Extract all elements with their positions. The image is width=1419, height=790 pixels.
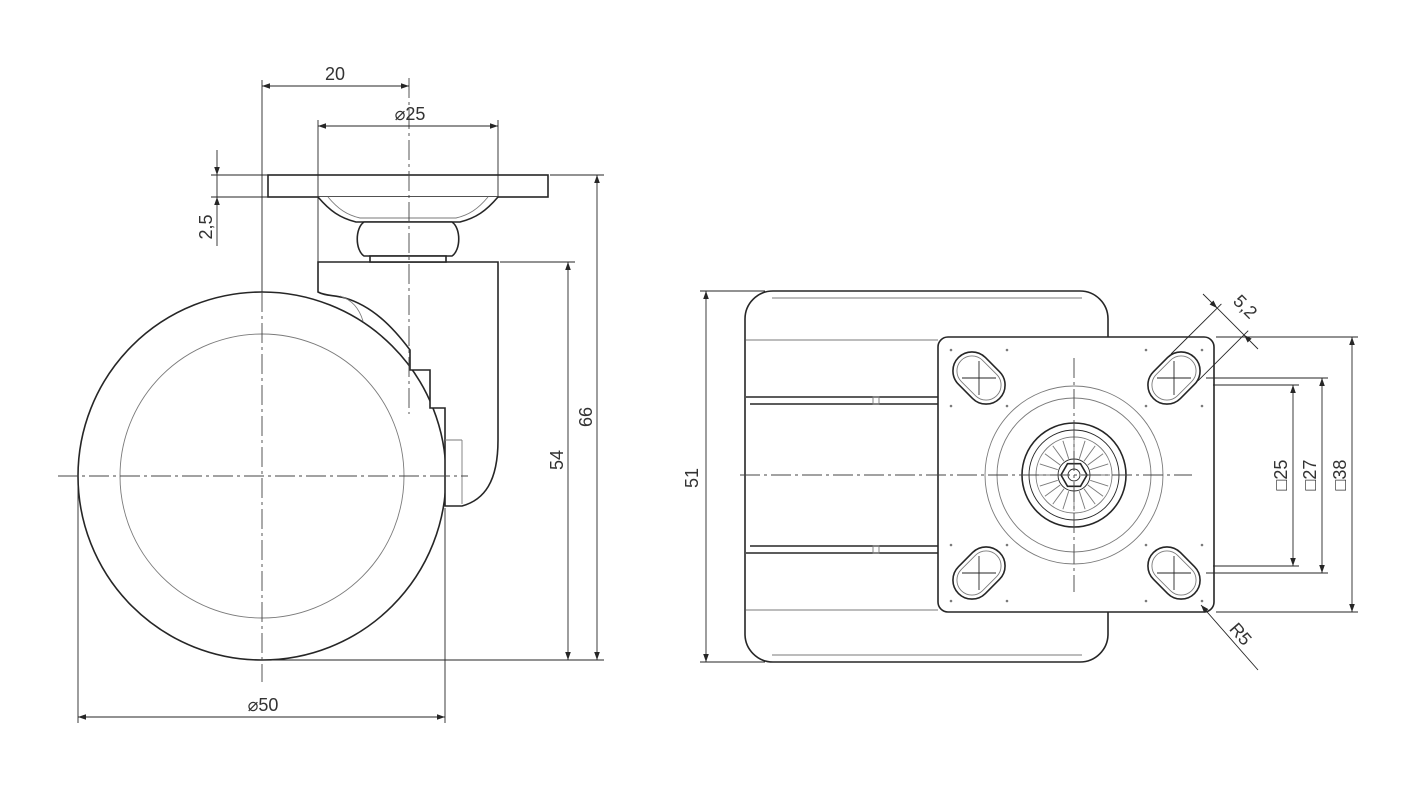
wheel-spacer-tab-bottom xyxy=(872,545,880,554)
dimension-line xyxy=(1216,307,1245,336)
side-view: 20 ⌀25 2,5 66 54 xyxy=(58,64,604,723)
slot-hole-bottom-left xyxy=(952,546,1006,600)
corner-dot xyxy=(1005,543,1009,547)
hub-rib xyxy=(1087,484,1104,497)
dimension-label: □25 xyxy=(1271,460,1291,491)
wheel-spacer-tab-top xyxy=(872,396,880,405)
hub-rib xyxy=(1044,453,1061,466)
dimension-label: □27 xyxy=(1300,460,1320,491)
slot-outline xyxy=(1147,351,1201,405)
dimension-arrow-upper xyxy=(1202,293,1218,309)
swivel-cone-inner xyxy=(327,196,489,219)
slot-hole-top-left xyxy=(952,351,1006,405)
dimension-hole-pitch-a: □25 xyxy=(1213,384,1299,567)
corner-dot xyxy=(1144,348,1148,352)
dimension-arrow-lower xyxy=(1243,334,1259,350)
hub-rib xyxy=(1039,463,1058,471)
dimension-hole-pitch-b: □27 xyxy=(1206,377,1328,574)
dimension-top-offset: 20 xyxy=(262,64,409,89)
corner-dot xyxy=(1144,404,1148,408)
dimension-label: 2,5 xyxy=(196,214,216,239)
corner-dot xyxy=(1200,599,1204,603)
corner-dot xyxy=(1144,599,1148,603)
dimension-label: ⌀50 xyxy=(248,695,279,715)
dimension-label: 66 xyxy=(576,407,596,427)
corner-dot xyxy=(949,543,953,547)
corner-dot xyxy=(1005,348,1009,352)
dimension-corner-radius: R5 xyxy=(1200,604,1259,671)
slot-outline xyxy=(952,351,1006,405)
hub-rib xyxy=(1090,463,1109,471)
corner-dot xyxy=(949,404,953,408)
dimension-label: R5 xyxy=(1225,619,1255,649)
fork-body xyxy=(317,261,499,507)
dimension-plate-thickness: 2,5 xyxy=(196,150,268,246)
hub-rib xyxy=(1078,491,1086,510)
hub-rib xyxy=(1083,445,1096,462)
dimension-label: ⌀25 xyxy=(395,104,426,124)
slot-outline xyxy=(1147,546,1201,600)
slot-hole-top-right xyxy=(1147,351,1201,405)
swivel-bearing xyxy=(356,221,460,257)
top-plate xyxy=(267,174,549,198)
dimension-wheel-width: 51 xyxy=(682,290,765,663)
corner-dot xyxy=(949,348,953,352)
hub-rib xyxy=(1083,488,1096,505)
dimension-label: □38 xyxy=(1330,460,1350,491)
extension-line-upper xyxy=(1170,303,1222,355)
corner-dot xyxy=(1200,404,1204,408)
dimension-label: 51 xyxy=(682,468,702,488)
hub-rib xyxy=(1052,488,1065,505)
dimension-wheel-diameter: ⌀50 xyxy=(77,478,446,723)
hub-rib xyxy=(1090,479,1109,487)
dimension-label: 54 xyxy=(547,450,567,470)
corner-dot xyxy=(1200,348,1204,352)
hole-corner-dots xyxy=(949,348,1204,603)
dimension-axle-height: 54 xyxy=(500,261,575,660)
hub-rib xyxy=(1044,484,1061,497)
swivel-neck xyxy=(369,255,447,263)
dimension-label: 20 xyxy=(325,64,345,84)
corner-dot xyxy=(1200,543,1204,547)
hub-rib xyxy=(1062,491,1070,510)
hub-rib xyxy=(1039,479,1058,487)
radius-leader-line xyxy=(1200,604,1259,671)
dimension-plate-size: □38 xyxy=(1216,336,1358,613)
hub-rib xyxy=(1052,445,1065,462)
top-view: 51 □25 □27 □38 xyxy=(682,290,1358,671)
corner-dot xyxy=(1005,404,1009,408)
corner-dot xyxy=(949,599,953,603)
dimension-swivel-diameter: ⌀25 xyxy=(317,104,499,262)
corner-dot xyxy=(1005,599,1009,603)
dimension-label: 5,2 xyxy=(1229,291,1261,323)
fork-curve-detail xyxy=(339,295,364,322)
hub-rib xyxy=(1062,440,1070,459)
slot-outline xyxy=(952,546,1006,600)
dimension-total-height: 66 xyxy=(264,174,604,661)
slot-hole-bottom-right xyxy=(1147,546,1201,600)
corner-dot xyxy=(1144,543,1148,547)
slot-inner-outline xyxy=(956,355,1002,401)
slot-inner-outline xyxy=(956,550,1002,596)
slot-inner-outline xyxy=(1151,550,1197,596)
hub-rib xyxy=(1087,453,1104,466)
extension-line-lower xyxy=(1197,330,1249,382)
hub-rib xyxy=(1078,440,1086,459)
slot-inner-outline xyxy=(1151,355,1197,401)
